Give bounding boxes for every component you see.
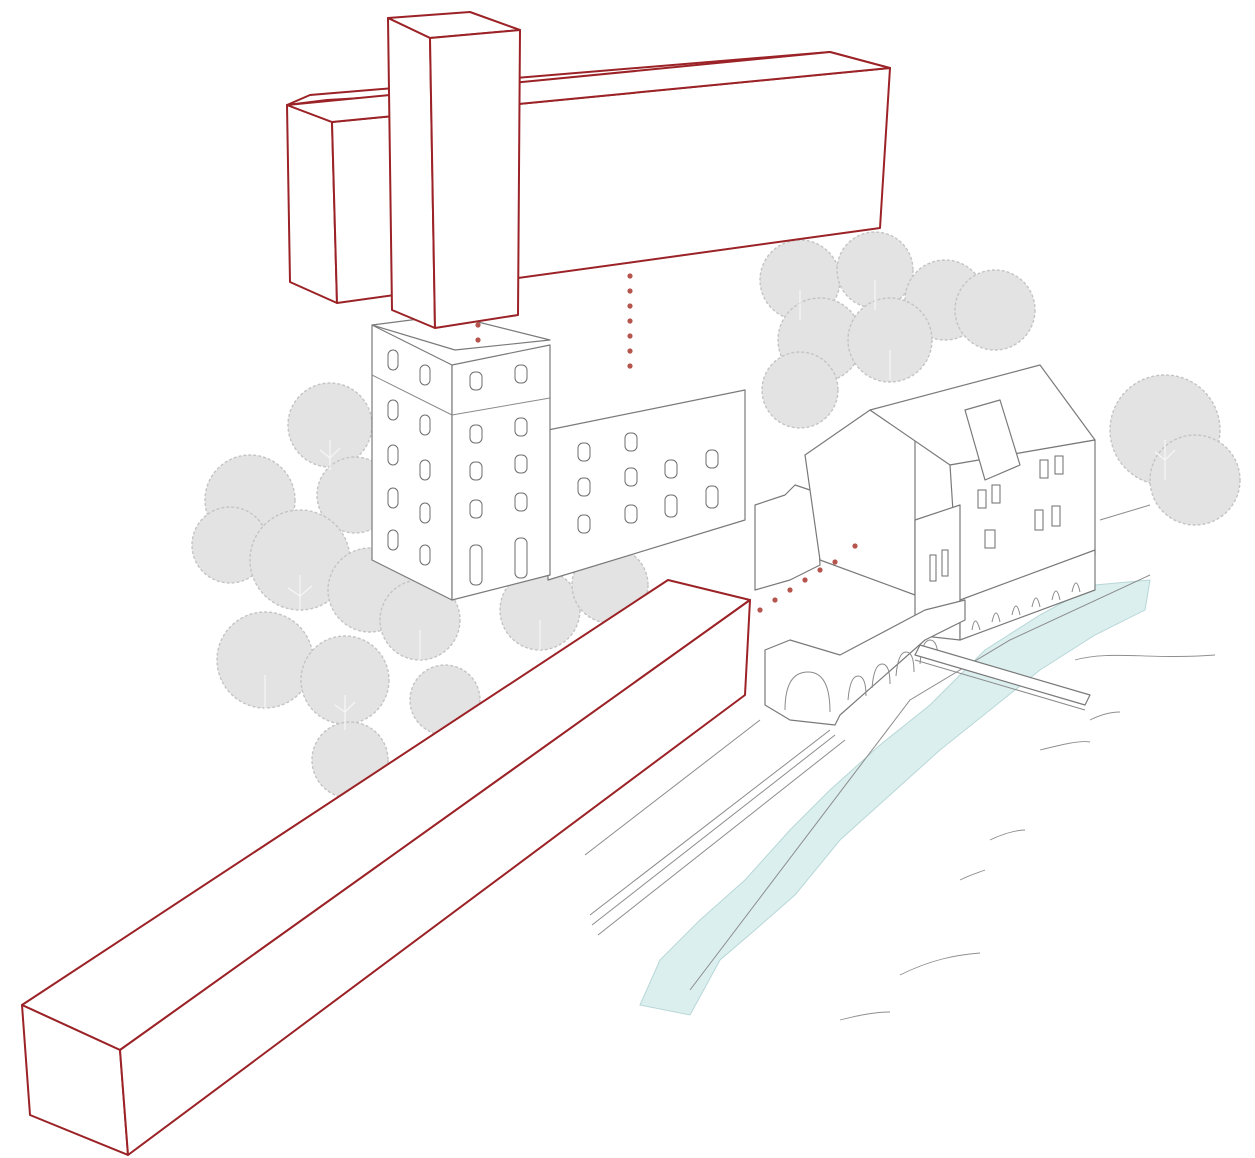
tree [762, 352, 838, 428]
road-line [1100, 505, 1150, 520]
vertical-tower-volume [388, 12, 520, 328]
tree [1150, 435, 1240, 525]
existing-mill-wing [548, 390, 745, 580]
riverside-house [805, 365, 1095, 640]
tree [955, 270, 1035, 350]
existing-mill-tower [372, 315, 550, 600]
shore-strokes [840, 655, 1215, 1020]
